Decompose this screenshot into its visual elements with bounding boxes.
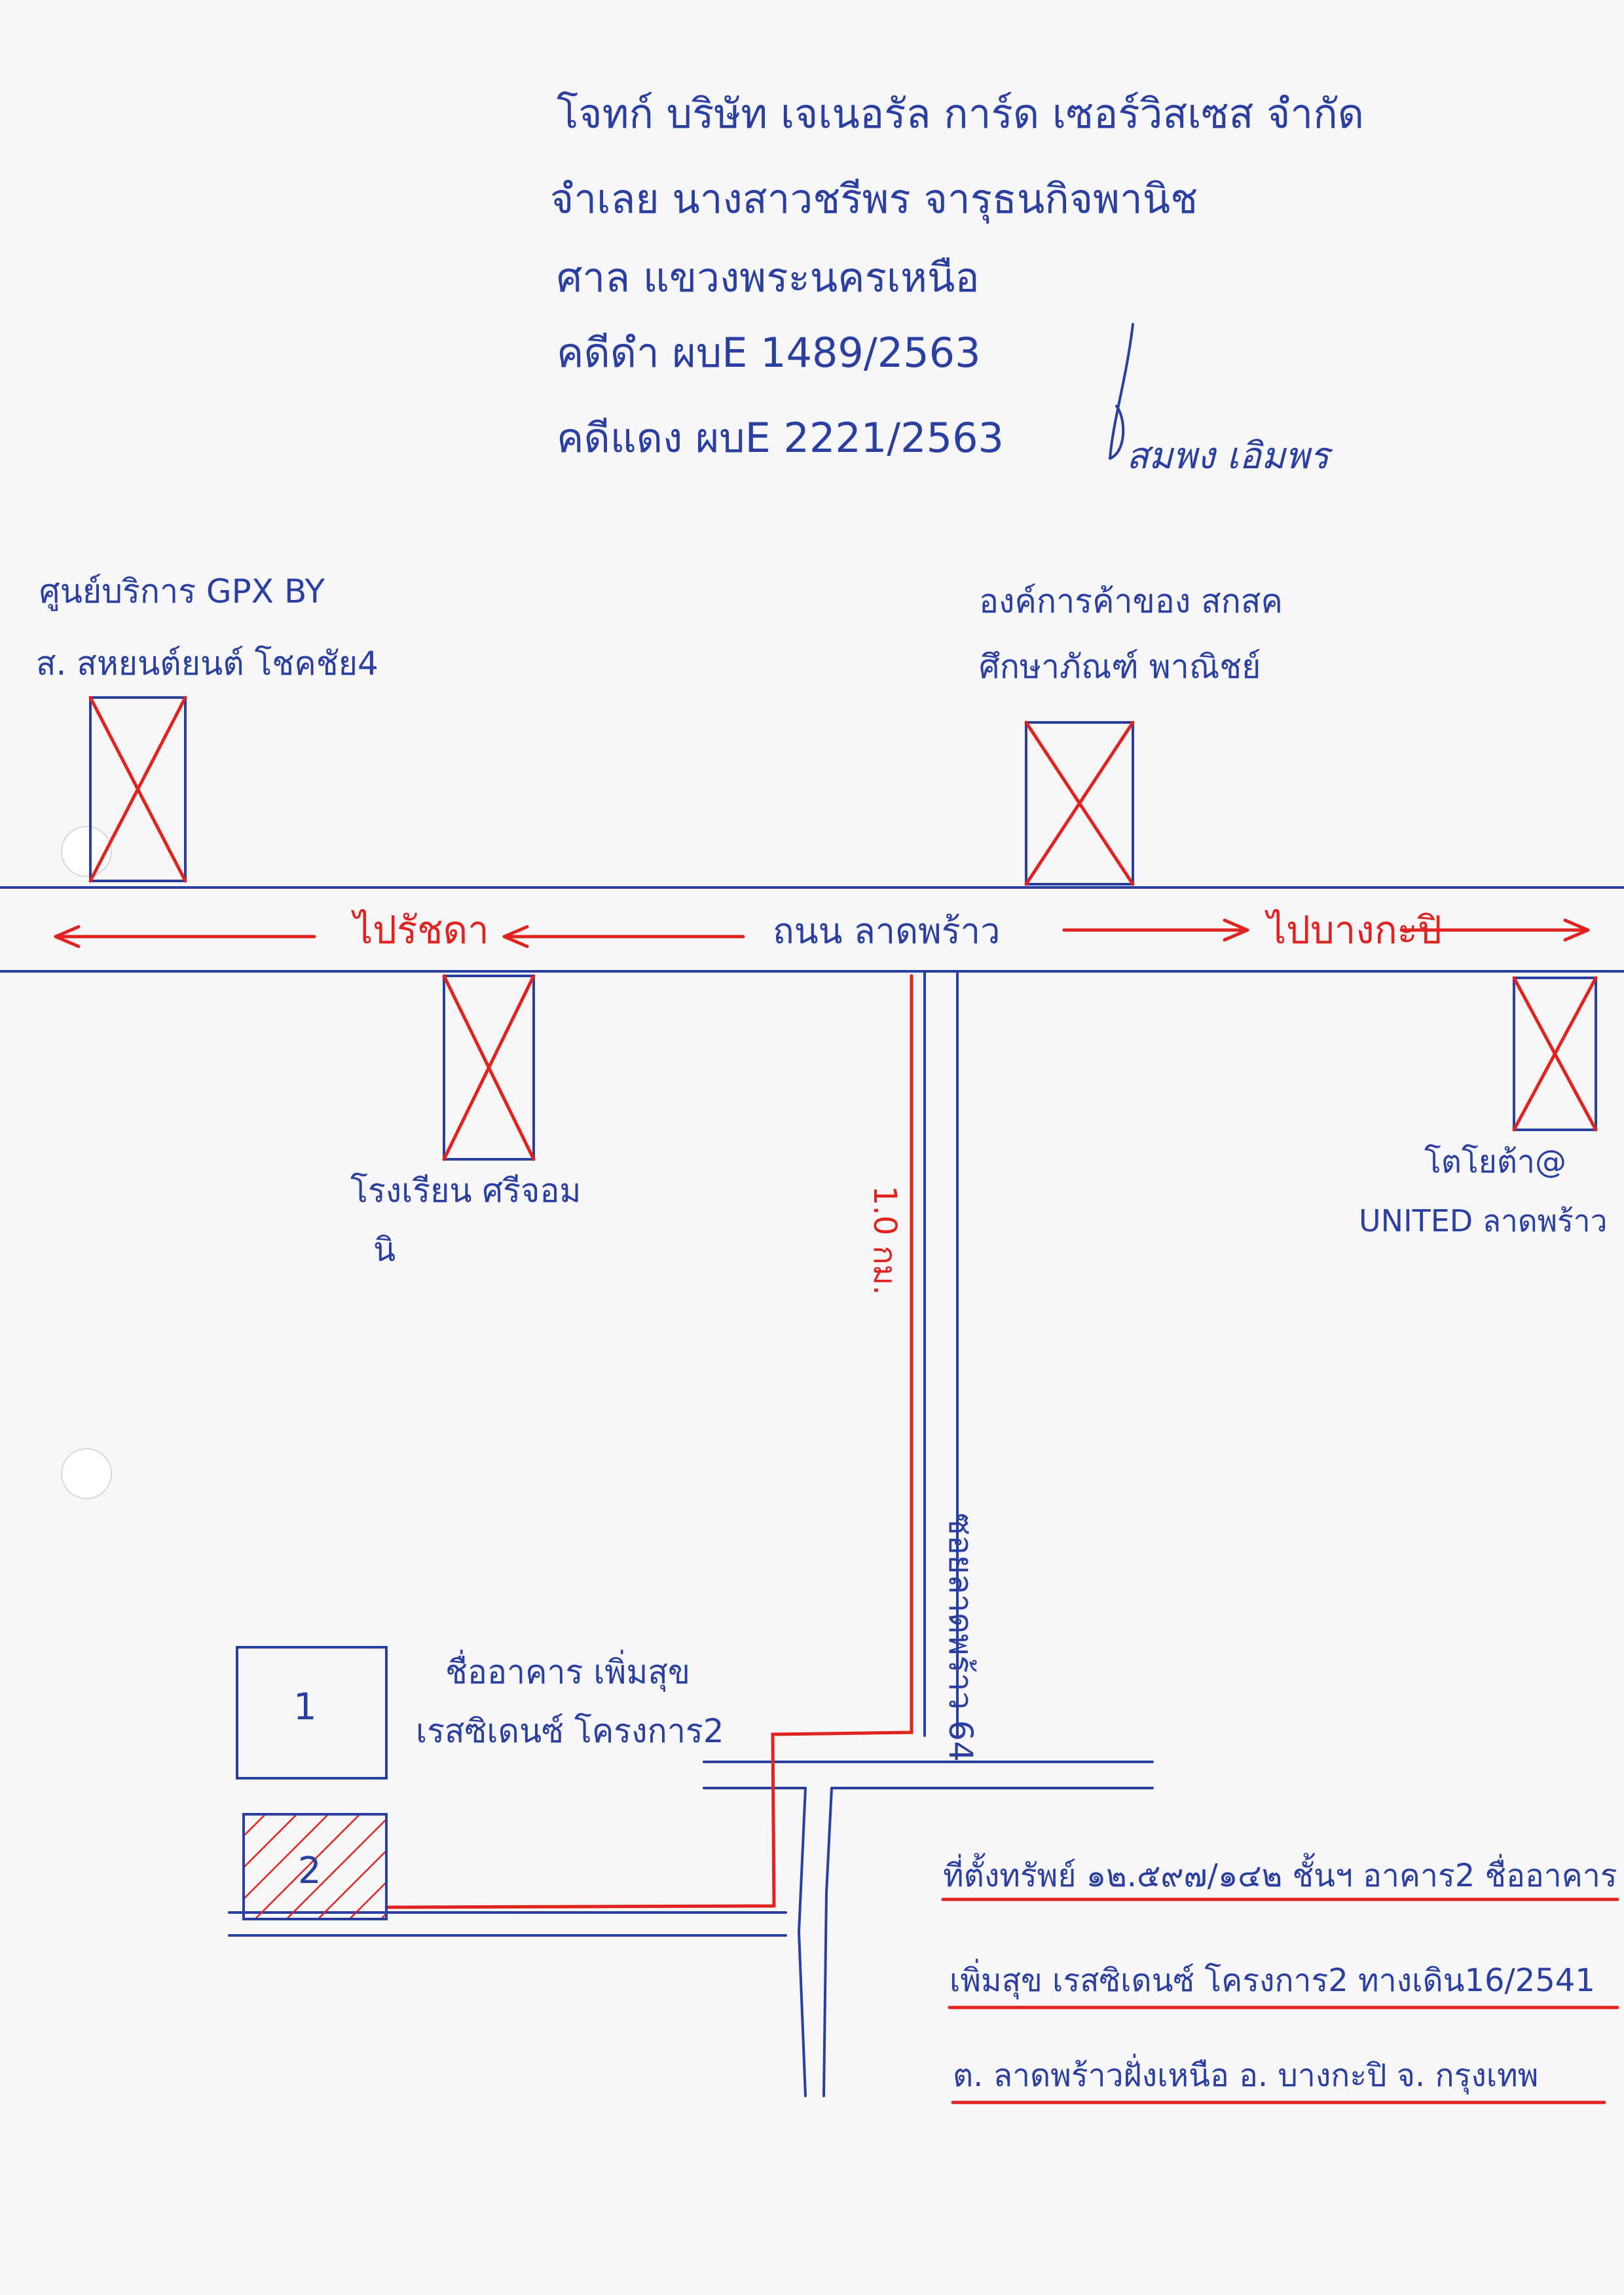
court-line: ศาล แขวงพระนครเหนือ [557,253,980,301]
landmark-top-left-cross [88,696,187,883]
landmark-top-left-line2: ส. สหยนต์ยนต์ โชคชัย4 [36,644,378,682]
address-line2: เพิ่มสุข เรสซิเดนซ์ โครงการ2 ทางเดิน16/2… [950,1958,1595,2000]
landmark-bottom-right-box [1513,977,1597,1131]
landmark-bottom-right-line2: UNITED ลาดพร้าว [1359,1203,1607,1239]
soi-name-label: ซอยลาดพร้าว 64 [942,1513,980,1762]
signature: สมพง เอิมพร [1109,323,1333,477]
lower-street [228,1761,1154,2097]
landmark-bottom-left-cross [442,974,536,1161]
route-path [384,974,913,1909]
landmark-top-left-box [89,696,187,882]
road-name-label: ถนน ลาดพร้าว [773,910,1000,952]
vertical-lane-left [797,1787,807,2097]
plot-2-label: 2 [298,1850,322,1892]
landmark-top-center: องค์การค้าของ สกสค ศึกษาภัณฑ์ พาณิชย์ [979,582,1283,886]
address-block: ที่ตั้งทรัพย์ ๑๒.๕๙๗/๑๔๒ ชั้นฯ อาคาร2 ชื… [941,1853,1619,2104]
building-line2: เรสซิเดนซ์ โครงการ2 [416,1712,724,1750]
main-road: ไปรัชดา ถนน ลาดพร้าว ไปบางกะปิ [0,886,1624,973]
case-header: โจทก์ บริษัท เจเนอรัล การ์ด เซอร์วิสเซส … [550,90,1364,462]
soi-street: ซอยลาดพร้าว 64 1.0 กม. [866,970,980,1762]
to-ratchada-label: ไปรัชดา [351,908,489,952]
signature-name: สมพง เอิมพร [1126,435,1333,477]
defendant-line: จำเลย นางสาวชรีพร จารุธนกิจพานิช [550,175,1198,223]
black-case-line: คดีดำ ผบE 1489/2563 [557,329,981,377]
vertical-lane-right [822,1787,833,2097]
landmark-top-left: ศูนย์บริการ GPX BY ส. สหยนต์ยนต์ โชคชัย4 [36,572,378,883]
plot-1-box [236,1646,388,1780]
landmark-top-center-cross [1024,720,1135,886]
landmark-top-center-line2: ศึกษาภัณฑ์ พาณิชย์ [979,648,1261,686]
red-case-line: คดีแดง ผบE 2221/2563 [557,414,1004,462]
plot-1-label: 1 [293,1686,317,1728]
arrow-left-head-2 [502,925,529,948]
plot-area: 1 2 ชื่ออาคาร เพิ่มสุข เรสซิเดนซ์ โครงกา… [236,1646,724,1920]
arrow-left-head-1 [54,925,81,948]
punch-hole-bottom [61,1448,112,1499]
landmark-bottom-right-line1: โตโยต้า@ [1424,1144,1566,1180]
landmark-bottom-right-cross [1512,976,1598,1132]
landmark-top-center-box [1025,721,1134,886]
landmark-top-center-line1: องค์การค้าของ สกสค [979,582,1283,620]
landmark-bottom-left: โรงเรียน ศรีจอม นิ [350,974,581,1269]
landmark-bottom-right: โตโยต้า@ UNITED ลาดพร้าว [1359,976,1607,1239]
arrow-right-head-2 [1563,918,1590,942]
distance-label: 1.0 กม. [866,1185,903,1296]
address-line1: ที่ตั้งทรัพย์ ๑๒.๕๙๗/๑๔๒ ชั้นฯ อาคาร2 ชื… [943,1853,1617,1894]
landmark-top-left-line1: ศูนย์บริการ GPX BY [39,572,325,611]
plaintiff-line: โจทก์ บริษัท เจเนอรัล การ์ด เซอร์วิสเซส … [557,90,1364,138]
landmark-bottom-left-line1: โรงเรียน ศรีจอม [350,1172,581,1210]
address-line3: ต. ลาดพร้าวฝั่งเหนือ อ. บางกะปิ จ. กรุงเ… [953,2053,1538,2095]
landmark-bottom-left-box [443,975,535,1161]
landmark-bottom-left-line2: นิ [373,1231,396,1269]
arrow-right-head-1 [1223,918,1249,942]
building-line1: ชื่ออาคาร เพิ่มสุข [445,1650,690,1692]
plot-2-box [242,1813,388,1920]
